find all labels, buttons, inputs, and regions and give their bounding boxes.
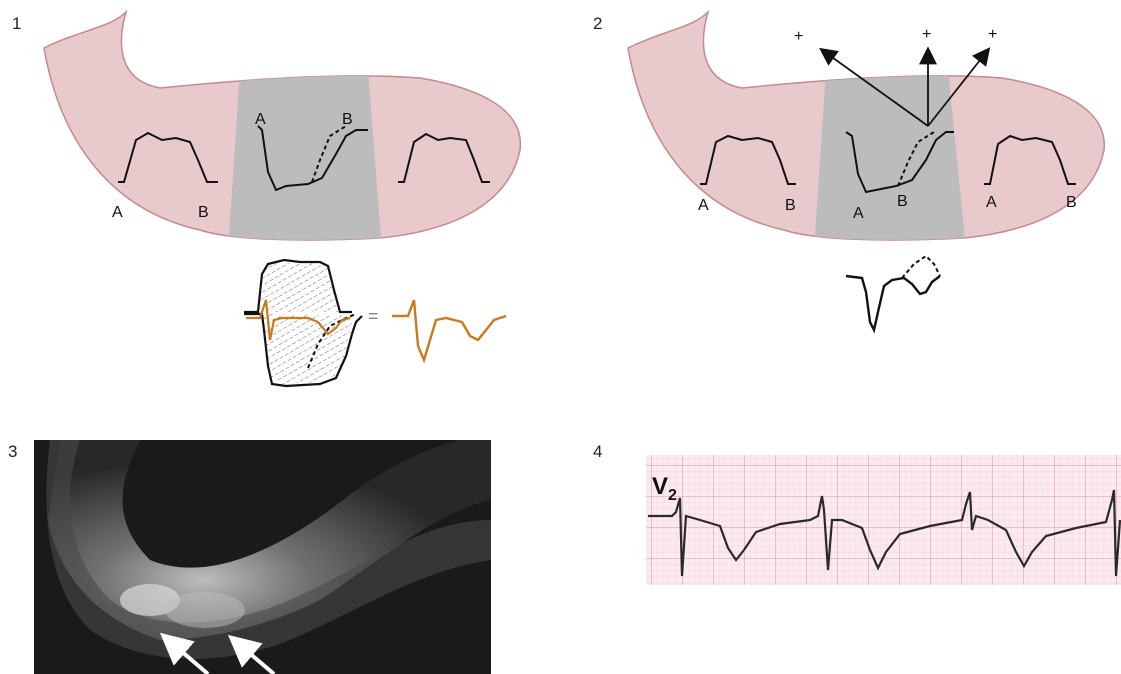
panel1-ap-left — [118, 131, 218, 183]
panel4-ecg-trace — [648, 489, 1121, 577]
panel1-ap-zone-dashed — [311, 125, 347, 183]
panel1-ap-upper — [244, 258, 352, 314]
panel3-mri-enhancement — [165, 592, 245, 628]
panel4-ecg-strip: V2 — [646, 455, 1121, 585]
panel2-label-b-right: B — [1066, 194, 1077, 211]
panel1-ecg-overlay — [246, 299, 351, 341]
panel4-ecg-grid-major — [646, 455, 1121, 585]
panel-number-2: 2 — [593, 14, 603, 33]
panel4-lead-label: V2 — [652, 473, 677, 504]
panel1-label-a-left: A — [112, 204, 123, 221]
panel2-ecg-result — [845, 254, 941, 334]
panel-number-1: 1 — [12, 14, 22, 33]
panel2-vector-plus-right: + — [988, 26, 997, 43]
panel1-ecg-result — [392, 299, 507, 364]
panel2-vector-plus-middle: + — [922, 26, 931, 43]
panel2-ecg-dashed — [901, 254, 941, 279]
panel2-label-a-left: A — [698, 197, 709, 214]
panel2-vector-arrow-right — [927, 47, 991, 127]
panel1-label-b-left: B — [198, 204, 209, 221]
panel2-vector-arrow-left — [819, 47, 929, 127]
panel2-label-a-zone: A — [853, 205, 864, 222]
panel1-ap-zone-solid — [257, 125, 368, 192]
panel4-lead-subscript: 2 — [668, 487, 677, 504]
panel-number-4: 4 — [593, 442, 603, 461]
panel1-summation-diagram: = — [244, 258, 507, 388]
panel2-ap-zone-solid — [845, 131, 954, 194]
panel3-arrow-left — [159, 632, 210, 674]
panel2-label-b-left: B — [785, 197, 796, 214]
panel3-arrow-right — [227, 634, 276, 674]
panel3-mri-image — [34, 440, 492, 674]
panel2-ecg-solid — [845, 274, 941, 334]
panel1-label-b-zone: B — [342, 111, 353, 128]
panel2-ap-zone-dashed — [897, 131, 935, 187]
panel1-equals-sign: = — [368, 306, 379, 326]
panel2-vector-plus-left: + — [794, 28, 803, 45]
panel1-hatched-upper — [250, 262, 338, 312]
panel1-label-a-zone: A — [255, 111, 266, 128]
panel1-ischemic-zone — [228, 70, 382, 240]
panel1-ap-right — [398, 132, 490, 183]
panel2-heart-wall: + + + A B A B A B — [627, 9, 1105, 241]
panel2-ap-left — [700, 134, 796, 185]
panel4-lead-letter: V — [652, 473, 668, 500]
panel-number-3: 3 — [8, 442, 18, 461]
panel3-mri-inner-wall — [46, 440, 492, 659]
panel1-heart-wall: A B A B — [43, 9, 522, 241]
panel3-mri-bright-spot — [120, 584, 180, 616]
panel2-label-b-zone: B — [897, 193, 908, 210]
panel1-hatched-lower — [262, 314, 354, 384]
panel2-ischemic-zone — [814, 70, 966, 240]
panel2-ap-right — [984, 134, 1076, 185]
panel2-label-a-right: A — [986, 194, 997, 211]
panel1-ap-lower-dashed — [307, 313, 357, 369]
panel1-ap-lower — [244, 312, 363, 388]
